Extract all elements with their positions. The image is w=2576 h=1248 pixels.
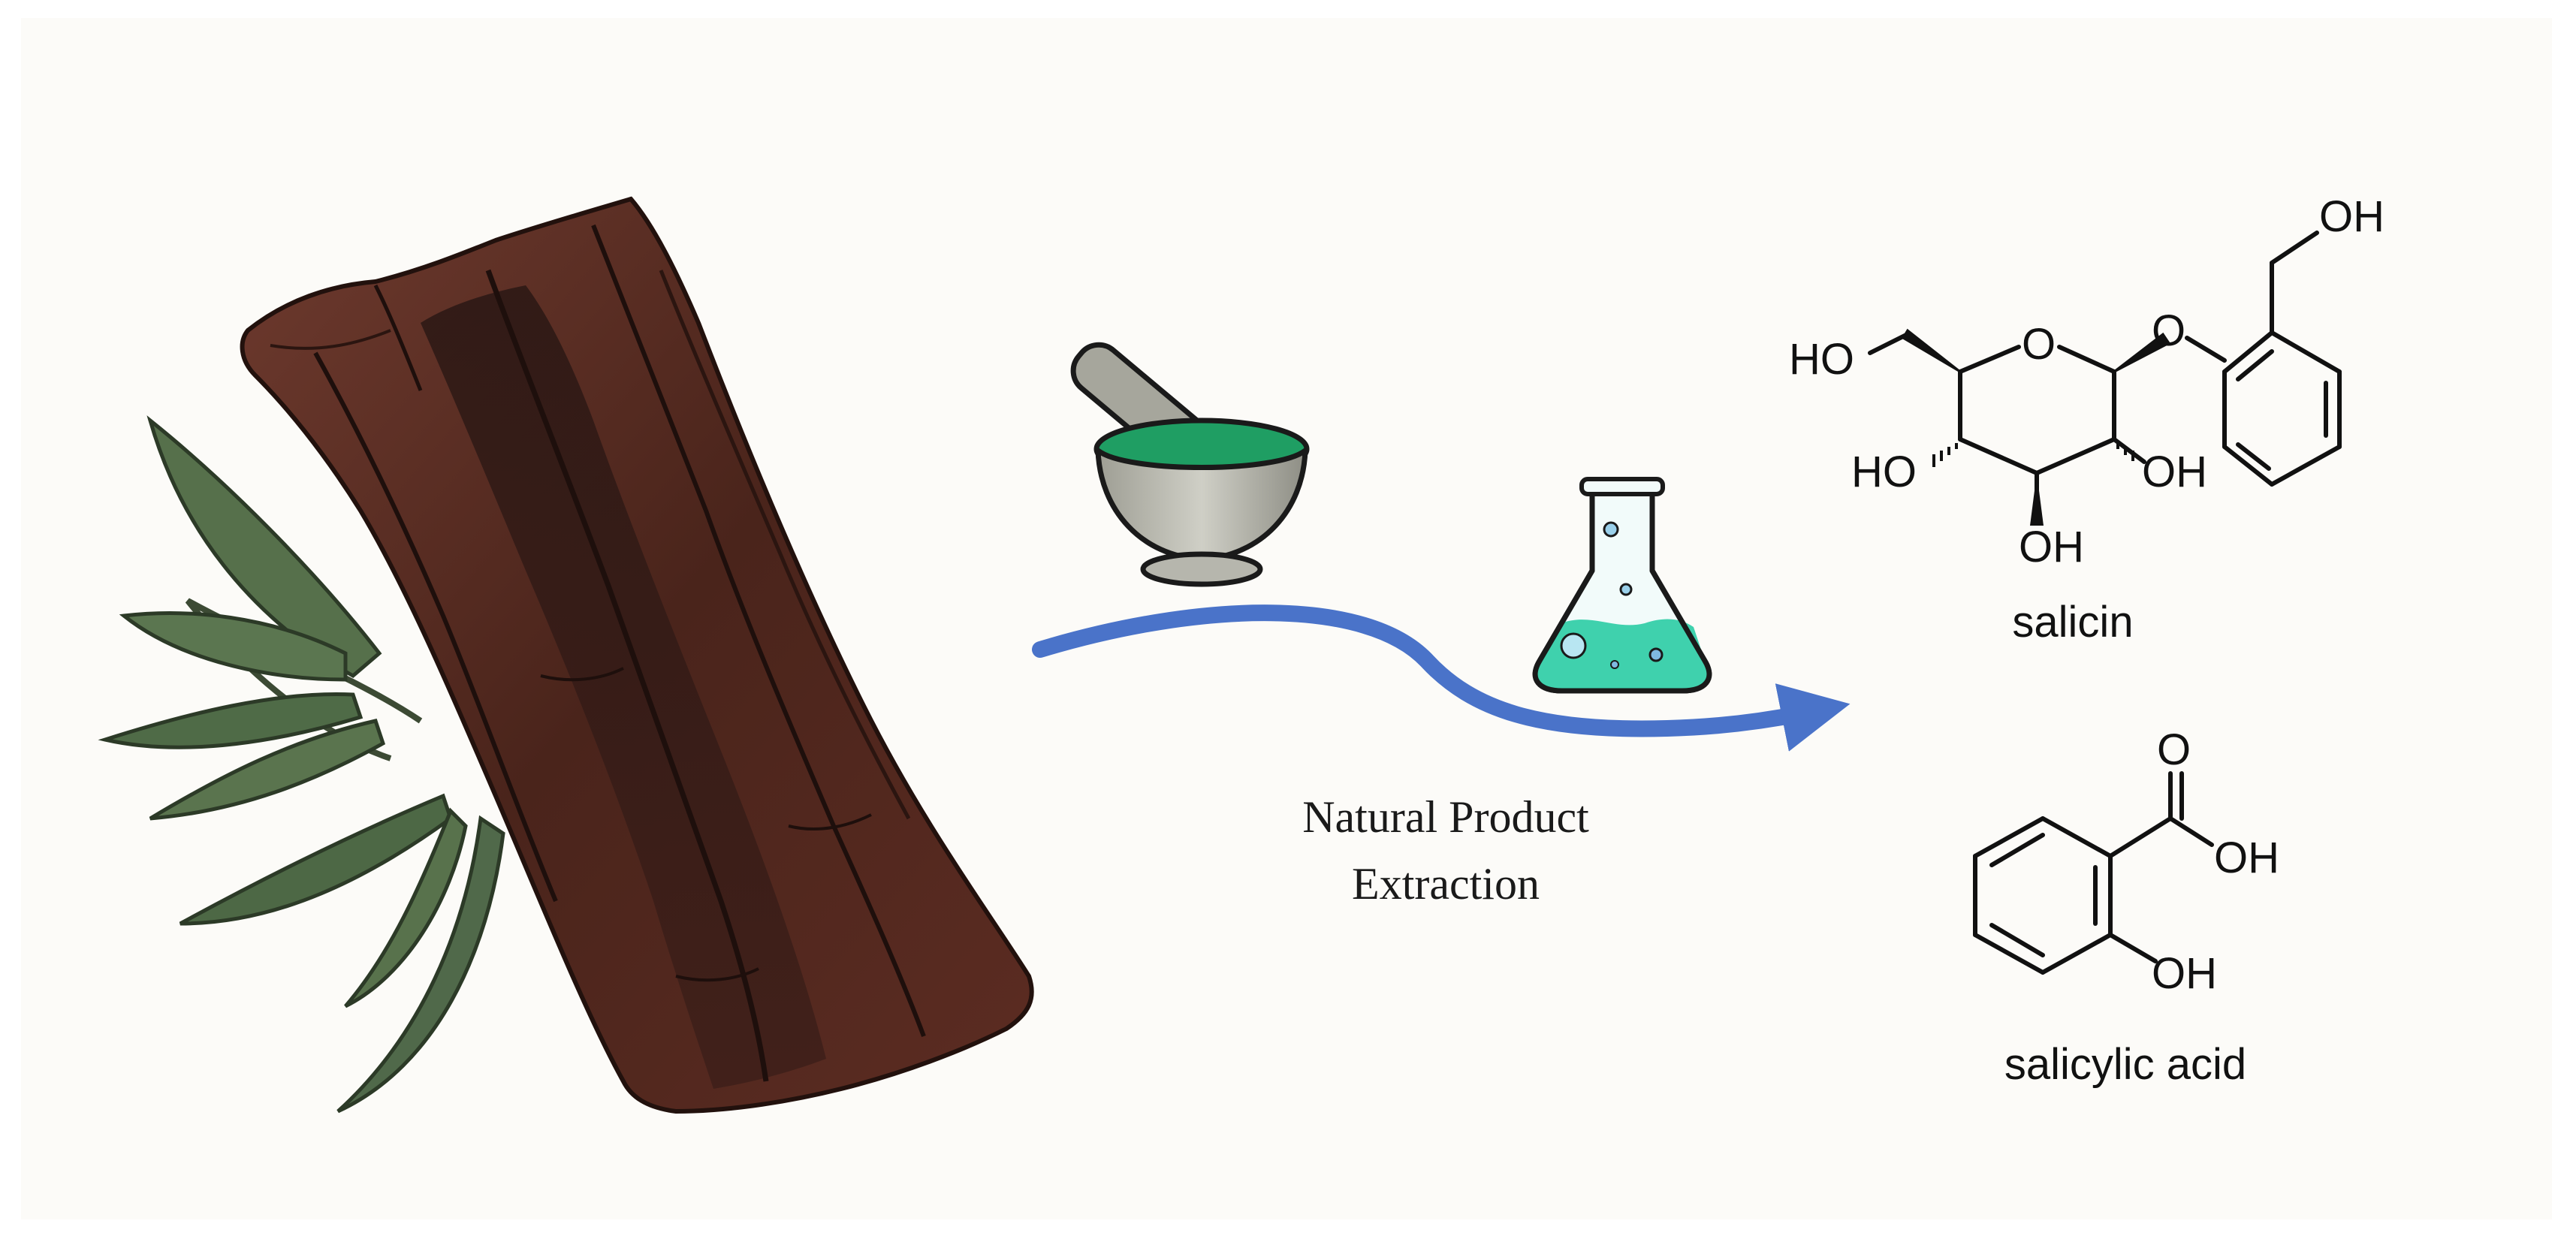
salicylic-carbonyl-o-label: O bbox=[2157, 725, 2191, 774]
salicylic-acid-oh-label: OH bbox=[2214, 834, 2279, 882]
salicin-oh-c3-label: OH bbox=[2019, 523, 2084, 571]
salicylic-phenol-oh-label: OH bbox=[2152, 949, 2217, 998]
salicin-oh-benzylic-label: OH bbox=[2319, 192, 2384, 241]
salicylic-acid-structure: O OH OH bbox=[1973, 725, 2279, 998]
willow-leaves-icon bbox=[98, 415, 505, 1114]
process-caption-line2: Extraction bbox=[1352, 859, 1540, 909]
salicylic-acid-name: salicylic acid bbox=[2004, 1040, 2246, 1089]
erlenmeyer-flask-icon bbox=[1532, 477, 1712, 694]
process-caption-line1: Natural Product bbox=[1302, 792, 1589, 842]
salicin-glycosidic-o-label: O bbox=[2152, 306, 2185, 355]
salicin-ring-o-label: O bbox=[2022, 320, 2056, 369]
willow-bark-icon bbox=[240, 196, 1034, 1114]
mortar-and-pestle-icon bbox=[1070, 342, 1310, 587]
salicin-name: salicin bbox=[2012, 598, 2133, 647]
process-arrow-icon bbox=[1032, 604, 1851, 752]
salicin-oh-c2-label: OH bbox=[2142, 448, 2207, 496]
salicin-structure: OH O O HO HO OH OH bbox=[1789, 192, 2384, 571]
salicin-ho-c4-label: HO bbox=[1851, 448, 1917, 496]
salicin-ho-left-label: HO bbox=[1789, 335, 1854, 384]
